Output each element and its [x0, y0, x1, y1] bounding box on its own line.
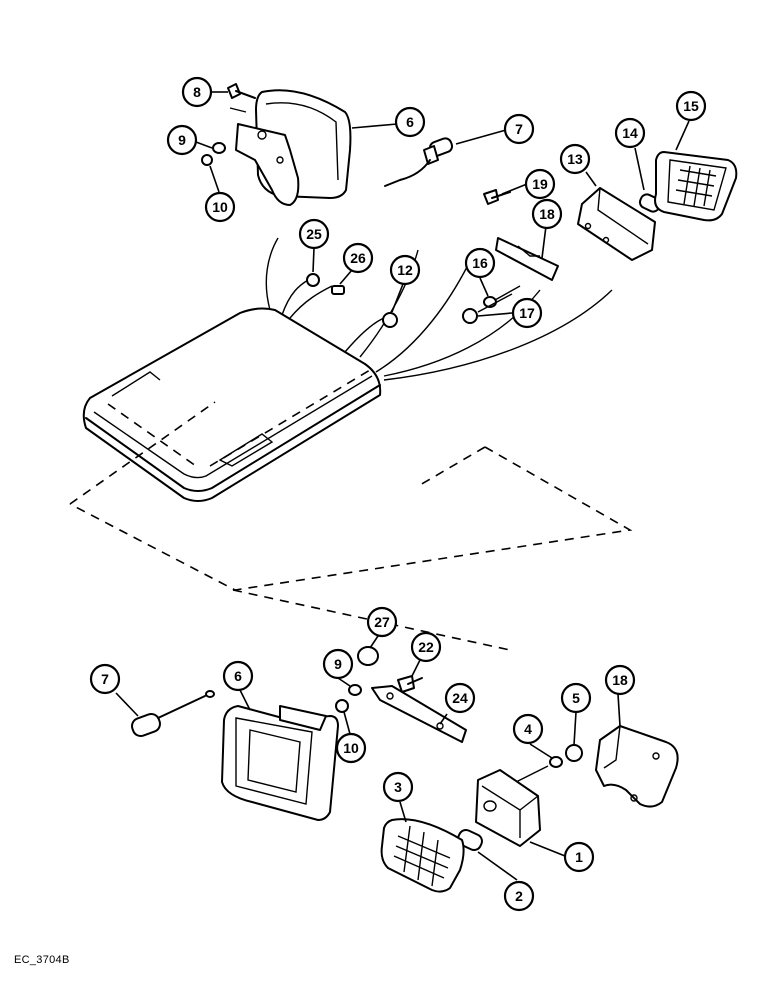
lens-15	[654, 151, 738, 222]
svg-text:8: 8	[193, 84, 201, 100]
svg-text:15: 15	[683, 98, 699, 114]
callout-7-lower: 7	[89, 663, 121, 695]
svg-text:22: 22	[418, 639, 434, 655]
bulb-7-lower	[131, 690, 215, 737]
svg-text:9: 9	[178, 132, 186, 148]
svg-text:12: 12	[397, 262, 413, 278]
lamp-housing-1	[475, 769, 541, 847]
svg-text:6: 6	[406, 114, 414, 130]
bracket-18-lower	[595, 725, 679, 808]
svg-text:6: 6	[234, 668, 242, 684]
svg-text:16: 16	[472, 255, 488, 271]
figure-code: EC_3704B	[14, 954, 70, 966]
nut-17	[462, 308, 478, 324]
svg-text:1: 1	[575, 849, 583, 865]
lens-3	[380, 818, 465, 893]
callout-5: 5	[560, 682, 592, 714]
callout-6: 6	[394, 106, 426, 138]
callout-9: 9	[166, 124, 198, 156]
leader-17	[477, 285, 521, 313]
callout-12: 12	[389, 254, 421, 286]
svg-text:9: 9	[334, 656, 342, 672]
washer-4	[549, 756, 563, 768]
callout-15: 15	[675, 90, 707, 122]
callout-26: 26	[342, 242, 374, 274]
callout-4: 4	[512, 713, 544, 745]
svg-text:17: 17	[519, 305, 535, 321]
svg-text:3: 3	[394, 779, 402, 795]
callout-7: 7	[503, 113, 535, 145]
mounting-outline	[69, 401, 633, 591]
callout-16: 16	[464, 247, 496, 279]
upper-work-lamp	[229, 89, 352, 206]
svg-text:24: 24	[452, 690, 468, 706]
svg-text:13: 13	[567, 151, 583, 167]
callout-9-lower: 9	[322, 648, 354, 680]
svg-text:18: 18	[539, 206, 555, 222]
svg-text:7: 7	[101, 671, 109, 687]
callout-18: 18	[531, 198, 563, 230]
side-lamp-13	[577, 187, 656, 261]
callout-24: 24	[444, 682, 476, 714]
work-lamp-6-lower	[221, 705, 339, 821]
screw-22	[397, 675, 423, 693]
svg-text:27: 27	[374, 614, 390, 630]
screw-19	[483, 189, 511, 205]
callout-14: 14	[614, 117, 646, 149]
plug-26	[331, 285, 345, 295]
svg-text:14: 14	[622, 125, 638, 141]
callout-2: 2	[503, 880, 535, 912]
callout-8: 8	[181, 76, 213, 108]
callout-leaders	[115, 91, 690, 881]
washer-9-lower	[348, 684, 362, 696]
callout-10-lower: 10	[335, 732, 367, 764]
grommet-12	[382, 312, 398, 328]
svg-text:10: 10	[212, 199, 228, 215]
svg-text:4: 4	[524, 721, 532, 737]
svg-text:19: 19	[532, 176, 548, 192]
callout-10: 10	[204, 191, 236, 223]
callout-19: 19	[524, 168, 556, 200]
callout-18-lower: 18	[604, 664, 636, 696]
svg-text:18: 18	[612, 672, 628, 688]
svg-text:25: 25	[306, 226, 322, 242]
bracket-18	[495, 237, 559, 281]
nut-10-lower	[335, 699, 349, 713]
nut-5	[565, 744, 583, 762]
svg-text:7: 7	[515, 121, 523, 137]
bulb-7	[384, 137, 454, 187]
callout-17: 17	[511, 297, 543, 329]
svg-text:5: 5	[572, 690, 580, 706]
bracket-24	[371, 685, 467, 743]
callout-27: 27	[366, 606, 398, 638]
callout-22: 22	[410, 631, 442, 663]
assembly-line-4	[511, 765, 549, 785]
callout-6-lower: 6	[222, 660, 254, 692]
cab-roof	[82, 307, 382, 502]
callout-3: 3	[382, 771, 414, 803]
grommet-27	[357, 646, 379, 666]
grommet-25	[306, 273, 320, 287]
callout-25: 25	[298, 218, 330, 250]
svg-text:10: 10	[343, 740, 359, 756]
washer-9	[212, 142, 226, 154]
screw-8	[227, 83, 256, 99]
svg-text:26: 26	[350, 250, 366, 266]
callout-1: 1	[563, 841, 595, 873]
svg-text:2: 2	[515, 888, 523, 904]
callout-13: 13	[559, 143, 591, 175]
nut-10	[201, 154, 213, 166]
